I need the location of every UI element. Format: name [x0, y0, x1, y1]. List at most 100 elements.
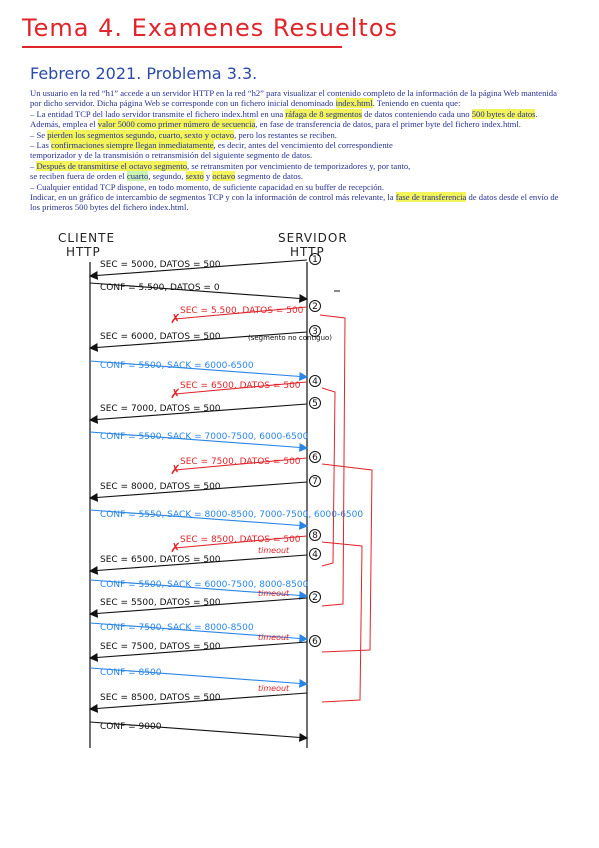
- segment-arrow: [88, 481, 308, 502]
- statement-line: – Después de transmitirse el octavo segm…: [30, 160, 575, 171]
- message-label: CONF = 5500, SACK = 6000-6500: [100, 361, 254, 371]
- ack-arrow: [89, 509, 309, 530]
- statement-text: , pero los restantes se reciben.: [234, 129, 337, 140]
- segment-number-circle: [309, 397, 321, 409]
- statement-text: – Se: [30, 129, 48, 140]
- segment-number: 3: [312, 327, 318, 337]
- segment-number-circle: [309, 451, 321, 463]
- bracket-seg8: [321, 541, 363, 703]
- lost-segment-arrow: [174, 457, 308, 471]
- statement-text: , se retransmiten por vencimiento de tem…: [187, 160, 411, 171]
- statement-line: por dicho servidor. Dicha página Web se …: [30, 98, 575, 109]
- segment-number: 6: [312, 637, 318, 647]
- statement-text: por dicho servidor. Dicha página Web se …: [30, 98, 336, 109]
- ack-arrow: [89, 431, 309, 452]
- segment-arrow: [88, 692, 308, 713]
- highlighted-text: pierden los segmentos segundo, cuarto, s…: [47, 129, 235, 140]
- segment-number-circle: [309, 635, 321, 647]
- highlighted-text: sexto: [185, 171, 204, 182]
- bracket-seg4: [321, 387, 336, 567]
- statement-line: – Cualquier entidad TCP dispone, en todo…: [30, 182, 575, 192]
- segment-number-circle: [309, 475, 321, 487]
- message-label: CONF = 5550, SACK = 8000-8500, 7000-7500…: [100, 510, 363, 520]
- timeout-label: timeout: [258, 684, 290, 693]
- statement-text: Además, emplea el: [30, 119, 98, 130]
- segment-number: 4: [312, 377, 318, 387]
- segment-number-circle: [309, 375, 321, 387]
- page-title: Tema 4. Examenes Resueltos: [22, 14, 399, 42]
- statement-text: , en fase de transferencia de datos, par…: [255, 119, 521, 130]
- statement-text: . Teniendo en cuenta que:: [372, 98, 461, 109]
- highlighted-text: fase de transferencia: [395, 192, 467, 203]
- statement-text: .: [535, 108, 538, 119]
- segment-arrow: [88, 259, 308, 280]
- server-label-line-1: SERVIDOR: [278, 231, 348, 245]
- message-label: CONF = 5.500, DATOS = 0: [100, 283, 220, 293]
- server-label: SERVIDOR HTTP: [278, 231, 348, 259]
- problem-subtitle: Febrero 2021. Problema 3.3.: [30, 64, 258, 83]
- statement-line: se reciben fuera de orden el cuarto, seg…: [30, 171, 575, 182]
- statement-line: Un usuario en la red “h1” accede a un se…: [30, 88, 575, 98]
- ack-arrow: [89, 579, 309, 600]
- statement-text: se reciben fuera de orden el: [30, 171, 127, 182]
- statement-line: – Las confirmaciones siempre llegan inme…: [30, 140, 575, 151]
- segment-arrow: [88, 641, 308, 662]
- lost-x-icon: ✗: [170, 312, 181, 327]
- message-label: SEC = 7500, DATOS = 500: [100, 642, 221, 652]
- ack-arrow: [89, 667, 309, 688]
- statement-text: – Las: [30, 140, 52, 151]
- segment-number: 5: [312, 399, 318, 409]
- statement-text: de datos desde el envío de: [466, 192, 559, 203]
- message-label: CONF = 7500, SACK = 8000-8500: [100, 623, 254, 633]
- segment-arrow: [88, 597, 308, 618]
- message-label: SEC = 8500, DATOS = 500: [180, 535, 301, 545]
- message-label: SEC = 6000, DATOS = 500: [100, 332, 221, 342]
- segment-number: 2: [312, 302, 318, 312]
- lost-segment-arrow: [174, 535, 308, 549]
- statement-line: Además, emplea el valor 5000 como primer…: [30, 119, 575, 130]
- segment-number-circle: [309, 591, 321, 603]
- lost-x-icon: ✗: [170, 541, 181, 556]
- segment-number: 6: [312, 453, 318, 463]
- statement-text: de datos conteniendo cada uno: [361, 108, 472, 119]
- message-note: (segmento no contiguo): [248, 334, 332, 342]
- client-label-line-1: CLIENTE: [58, 231, 116, 245]
- segment-arrow: [88, 554, 308, 575]
- highlighted-text: cuarto: [126, 171, 149, 182]
- statement-text: –: [30, 160, 37, 171]
- statement-text: los primeros 500 bytes del fichero index…: [30, 202, 189, 213]
- message-label: SEC = 8000, DATOS = 500: [100, 482, 221, 492]
- message-label: CONF = 9000: [100, 722, 162, 732]
- message-label: SEC = 5500, DATOS = 500: [100, 598, 221, 608]
- lost-segment-arrow: [174, 306, 308, 320]
- message-label: SEC = 6500, DATOS = 500: [180, 381, 301, 391]
- highlighted-text: index.html: [335, 98, 373, 109]
- client-label-line-2: HTTP: [66, 245, 101, 259]
- lost-segment-arrow: [174, 381, 308, 395]
- statement-line: Indicar, en un gráfico de intercambio de…: [30, 192, 575, 203]
- timeout-label: timeout: [258, 546, 290, 555]
- message-label: SEC = 7500, DATOS = 500: [180, 457, 301, 467]
- segment-number: 2: [312, 593, 318, 603]
- segment-number-circle: [309, 548, 321, 560]
- statement-text: Indicar, en un gráfico de intercambio de…: [30, 192, 396, 203]
- message-label: SEC = 5000, DATOS = 500: [100, 260, 221, 270]
- message-label: CONF = 8500: [100, 668, 162, 678]
- statement-line: – Se pierden los segmentos segundo, cuar…: [30, 129, 575, 140]
- segment-number: 7: [312, 477, 318, 487]
- title-underline: [22, 46, 342, 48]
- segment-number-circle: [309, 253, 321, 265]
- highlighted-text: confirmaciones siempre llegan inmediatam…: [51, 140, 214, 151]
- highlighted-text: octavo: [212, 171, 236, 182]
- statement-text: , segundo,: [148, 171, 186, 182]
- server-label-line-2: HTTP: [290, 245, 325, 259]
- statement-text: segmento de datos.: [235, 171, 304, 182]
- message-label: SEC = 5.500, DATOS = 500: [180, 306, 304, 316]
- segment-number: 4: [312, 550, 318, 560]
- message-label: CONF = 5500, SACK = 7000-7500, 6000-6500: [100, 432, 309, 442]
- bracket-seg6: [321, 463, 373, 653]
- statement-text: Un usuario en la red “h1” accede a un se…: [30, 88, 557, 98]
- statement-line: los primeros 500 bytes del fichero index…: [30, 202, 575, 212]
- lost-x-icon: ✗: [170, 463, 181, 478]
